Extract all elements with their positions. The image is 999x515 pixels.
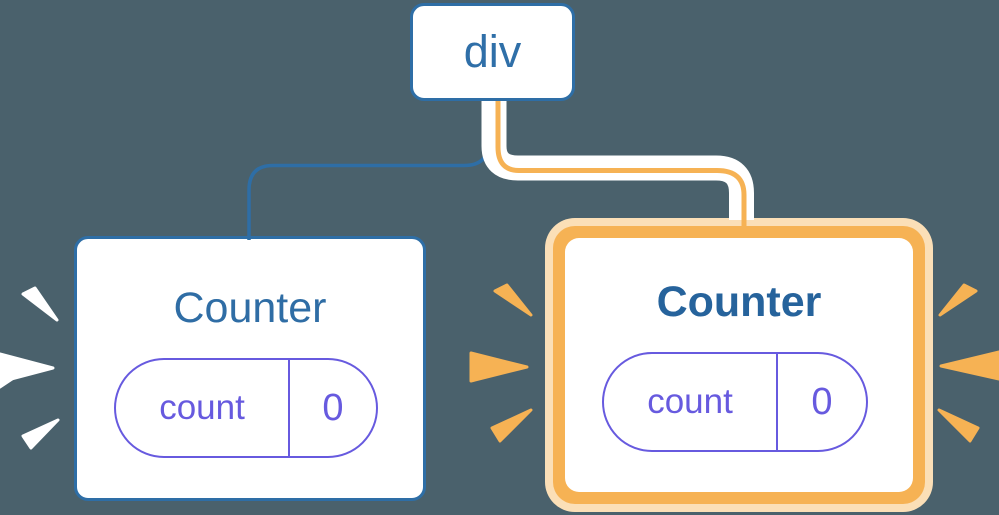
counter-card-left: Counter count 0 <box>74 236 426 501</box>
edge-root-to-right-counter-outline <box>481 99 754 220</box>
state-pill-right: count 0 <box>602 352 868 452</box>
state-value-left: 0 <box>288 360 376 456</box>
sparkle-white-bottom <box>21 418 60 450</box>
sparkle-orange-left-middle <box>469 351 529 383</box>
counter-card-right-glow: Counter count 0 <box>545 218 933 512</box>
sparkle-orange-right-middle <box>939 350 999 381</box>
state-value-right: 0 <box>776 354 866 450</box>
sparkle-orange-right-top <box>938 283 978 317</box>
sparkle-orange-right-bottom <box>937 408 980 443</box>
root-node: div <box>410 3 575 101</box>
sparkle-orange-left-top <box>493 283 533 317</box>
sparkle-orange-left-bottom <box>490 408 533 443</box>
edge-root-to-right-counter-stripe <box>495 99 747 233</box>
edge-root-to-left-counter <box>247 99 491 240</box>
sparkle-white-middle-small <box>0 369 17 389</box>
counter-title-left: Counter <box>173 284 327 332</box>
counter-card-right: Counter count 0 <box>565 238 913 492</box>
state-pill-left: count 0 <box>114 358 378 458</box>
sparkle-white-top <box>21 286 59 322</box>
root-node-label: div <box>463 26 522 77</box>
state-name-left: count <box>159 388 245 427</box>
state-name-right: count <box>647 382 733 421</box>
sparkle-white-middle <box>0 352 55 384</box>
counter-card-right-highlight-frame: Counter count 0 <box>553 226 925 504</box>
counter-title-right: Counter <box>656 278 822 326</box>
